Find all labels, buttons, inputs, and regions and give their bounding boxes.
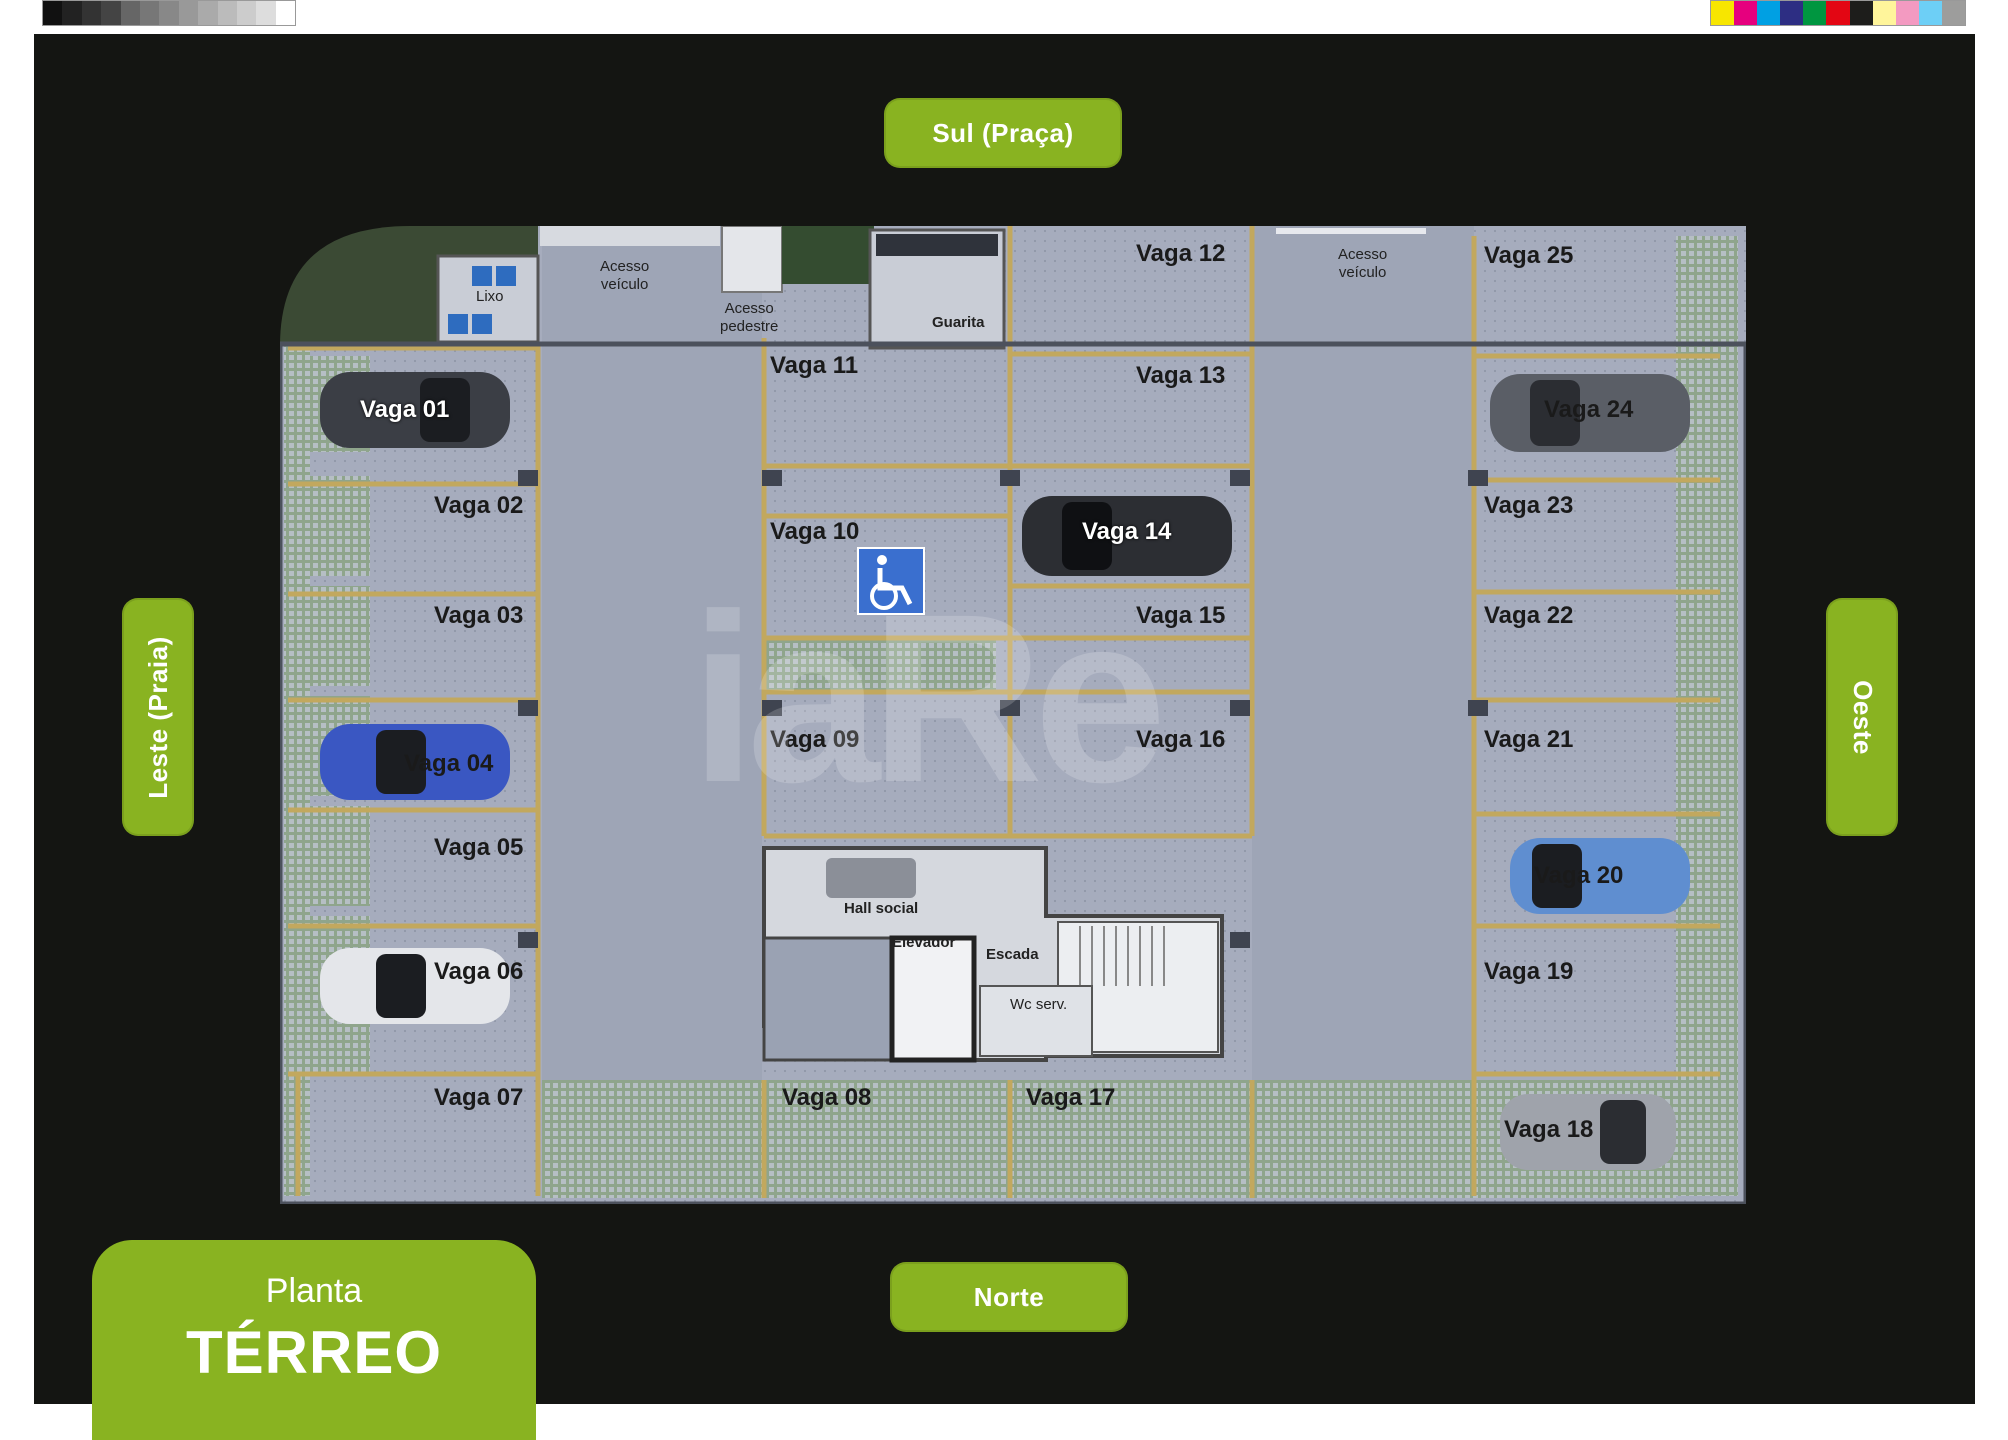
- plan-border: [280, 341, 1746, 1204]
- label-acesso-pedestre: Acesso pedestre: [720, 300, 778, 336]
- label-wc: Wc serv.: [1010, 996, 1068, 1013]
- floor-plan-drawing: [280, 226, 1746, 1204]
- elevator-shaft: [889, 935, 977, 1063]
- label-hall-social: Hall social: [844, 900, 919, 917]
- vaga-18-label: Vaga 18: [1504, 1116, 1594, 1143]
- label-lixo: Lixo: [476, 288, 504, 305]
- wheelchair-icon: [857, 547, 925, 615]
- driving-lane-right: [1252, 226, 1474, 1086]
- grass-strip-north: [542, 1080, 1676, 1198]
- label-acesso-veiculo-left-2: veículo: [600, 276, 649, 293]
- label-acesso-veiculo-right: Acesso veículo: [1338, 246, 1387, 282]
- vaga-11-label: Vaga 11: [770, 352, 859, 379]
- plan-title-line1: Planta: [265, 1272, 363, 1310]
- vaga-14-label: Vaga 14: [1082, 518, 1172, 545]
- label-acesso-veiculo-left: Acesso veículo: [600, 258, 649, 294]
- vaga-02-label: Vaga 02: [434, 492, 524, 519]
- vaga-05-label: Vaga 05: [434, 834, 524, 861]
- grass-bay-02: [300, 476, 370, 576]
- car-vaga-14: [1022, 496, 1232, 576]
- trash-bins: [448, 266, 516, 334]
- compass-west-text: Oeste: [1847, 679, 1878, 755]
- stair-steps: [1079, 926, 1165, 986]
- grass-bay-03: [300, 586, 370, 686]
- label-acesso-pedestre-1: Acesso: [724, 300, 774, 317]
- vaga-07-label: Vaga 07: [434, 1084, 524, 1111]
- label-escada: Escada: [986, 946, 1039, 963]
- plan-title-line2: TÉRREO: [185, 1319, 443, 1386]
- plan-title-box: Planta TÉRREO: [92, 1240, 536, 1440]
- accessible-transfer-zone: [764, 638, 996, 692]
- car-vaga-18: [1500, 1094, 1676, 1170]
- label-acesso-veiculo-right-2: veículo: [1338, 264, 1387, 281]
- guard-house-counter: [876, 234, 998, 256]
- car-vaga-01: [320, 372, 510, 448]
- stripes-middle: [761, 226, 1255, 1198]
- driving-lane-left: [542, 226, 762, 1086]
- planter: [782, 226, 874, 284]
- watermark-text: iaRe: [690, 564, 1167, 832]
- vaga-03-label: Vaga 03: [434, 602, 524, 629]
- vaga-16-label: Vaga 16: [1136, 726, 1226, 753]
- vehicle-gate-left: [540, 226, 720, 246]
- vaga-15-label: Vaga 15: [1136, 602, 1226, 629]
- label-elevador: Elevador: [892, 934, 956, 951]
- vaga-21-label: Vaga 21: [1484, 726, 1574, 753]
- grass-strip-west: [1676, 236, 1738, 1196]
- floor-plan: Lixo Acesso veículo Acesso pedestre Guar…: [280, 226, 1746, 1204]
- vaga-10-label: Vaga 10: [770, 518, 860, 545]
- vaga-19-label: Vaga 19: [1484, 958, 1574, 985]
- vaga-01-label: Vaga 01: [360, 396, 450, 423]
- car-vaga-06: [320, 948, 510, 1024]
- color-registration-bar: [1710, 0, 1966, 26]
- label-acesso-veiculo-left-1: Acesso: [600, 258, 650, 275]
- vaga-20-label: Vaga 20: [1534, 862, 1624, 889]
- compass-north-text: Norte: [973, 1281, 1045, 1312]
- label-guarita: Guarita: [932, 314, 985, 331]
- vaga-04-label: Vaga 04: [404, 750, 494, 777]
- car-vaga-24: [1490, 374, 1690, 452]
- vehicle-gate-right: [1276, 228, 1426, 234]
- vaga-09-label: Vaga 09: [770, 726, 860, 753]
- vaga-13-label: Vaga 13: [1136, 362, 1226, 389]
- vaga-25-label: Vaga 25: [1484, 242, 1574, 269]
- compass-west-label: Oeste: [1826, 598, 1898, 836]
- vaga-08-label: Vaga 08: [782, 1084, 872, 1111]
- compass-north-label: Norte: [890, 1262, 1128, 1332]
- hall-sofa: [826, 858, 916, 898]
- grass-bay-05: [300, 806, 370, 906]
- car-vaga-20: [1510, 838, 1690, 914]
- grayscale-registration-bar: [42, 0, 296, 26]
- label-acesso-pedestre-2: pedestre: [720, 318, 779, 335]
- compass-south-text: Sul (Praça): [932, 117, 1074, 148]
- pedestrian-entrance: [721, 226, 783, 293]
- label-acesso-veiculo-right-1: Acesso: [1338, 246, 1388, 263]
- vaga-22-label: Vaga 22: [1484, 602, 1574, 629]
- compass-east-text: Leste (Praia): [142, 635, 173, 799]
- compass-south-label: Sul (Praça): [884, 98, 1122, 168]
- core-patio: [762, 936, 894, 1062]
- service-wc: [979, 985, 1093, 1057]
- compass-east-label: Leste (Praia): [122, 598, 194, 836]
- vaga-23-label: Vaga 23: [1484, 492, 1574, 519]
- structural-pillars: [518, 470, 1488, 948]
- vaga-12-label: Vaga 12: [1136, 240, 1226, 267]
- vaga-06-label: Vaga 06: [434, 958, 524, 985]
- vaga-24-label: Vaga 24: [1544, 396, 1634, 423]
- car-vaga-04: [320, 724, 510, 800]
- vaga-17-label: Vaga 17: [1026, 1084, 1116, 1111]
